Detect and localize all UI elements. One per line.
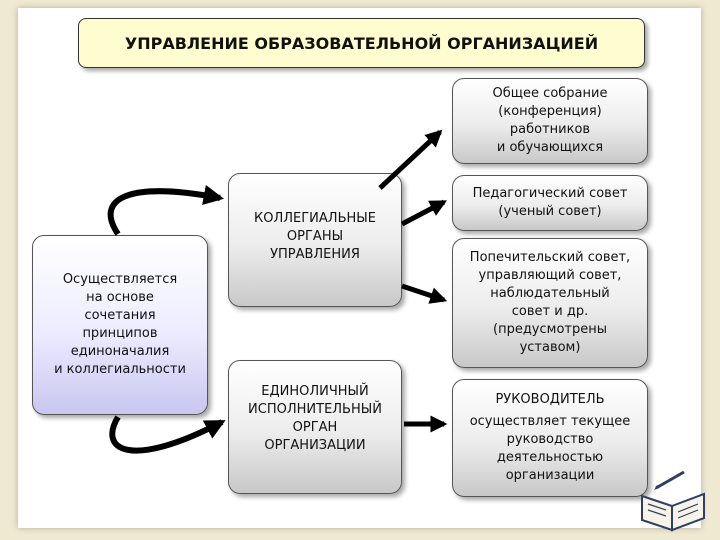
head-description: осуществляет текущее руководство деятель… [469,414,631,483]
arrow-to-sole [109,415,226,454]
sole-executive-box: ЕДИНОЛИЧНЫЙ ИСПОЛНИТЕЛЬНЫЙ ОРГАН ОРГАНИЗ… [228,360,402,494]
page-title: УПРАВЛЕНИЕ ОБРАЗОВАТЕЛЬНОЙ ОРГАНИЗАЦИЕЙ [78,18,645,68]
arrow-to-pedagogical [400,199,448,227]
trustees-council-box: Попечительский совет, управляющий совет,… [452,238,648,368]
collegial-bodies-box: КОЛЛЕГИАЛЬНЫЕ ОРГАНЫ УПРАВЛЕНИЯ [228,173,402,307]
head-title: РУКОВОДИТЕЛЬ [495,392,605,407]
arrow-to-trustees [401,283,448,304]
general-meeting-box: Общее собрание (конференция) работников … [452,78,648,164]
head-box: РУКОВОДИТЕЛЬ осуществляет текущее руково… [452,379,648,497]
principles-box: Осуществляется на основе сочетания принц… [32,235,208,415]
arrow-to-collegial [107,184,225,236]
pedagogical-council-box: Педагогический совет (ученый совет) [452,175,648,231]
book-pen-icon [641,470,705,532]
arrow-to-general-meeting [378,129,443,190]
